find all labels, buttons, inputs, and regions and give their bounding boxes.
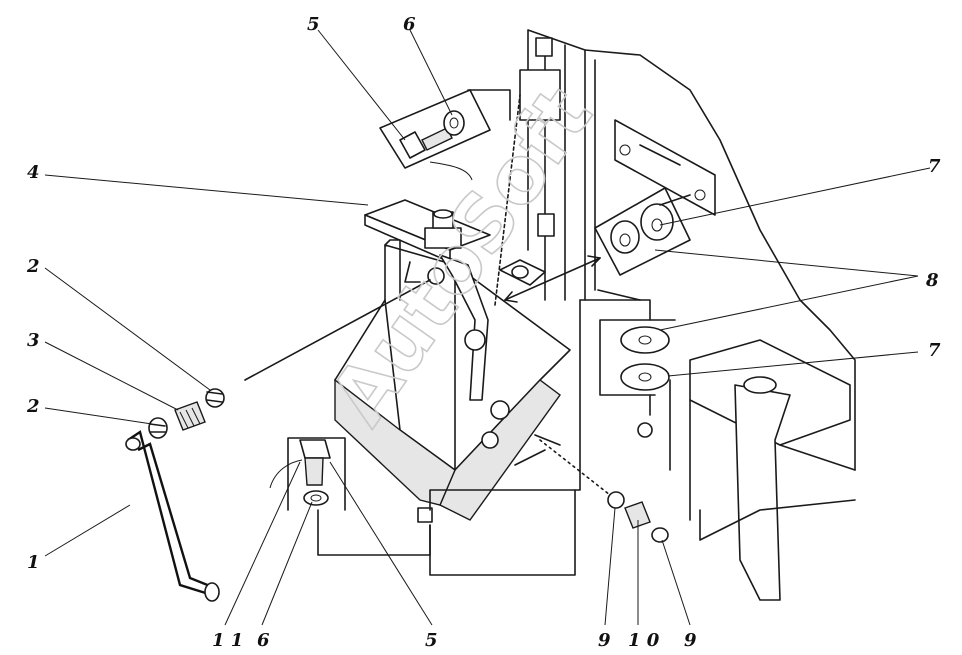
callout-5-bottom: 5 — [425, 630, 438, 651]
callout-9-left: 9 — [598, 630, 611, 651]
vehicle-frame — [519, 29, 856, 601]
coolant-tank — [334, 199, 571, 523]
callout-5-top: 5 — [307, 14, 320, 35]
callout-10: 1 0 — [628, 630, 660, 651]
callout-8: 8 — [925, 270, 939, 291]
top-bolt-inset — [379, 89, 491, 181]
callout-1: 1 — [27, 552, 40, 573]
clamp-2-upper — [205, 388, 225, 408]
hose-1 — [125, 430, 220, 602]
clamp-9-right — [651, 527, 669, 543]
washer-inset-lower — [599, 319, 676, 438]
clamp-9-left — [607, 491, 625, 509]
callout-labels: 5 6 4 2 3 2 1 7 8 7 1 1 6 5 9 1 0 9 — [26, 14, 941, 651]
callout-2-upper: 2 — [26, 256, 40, 277]
callout-2-lower: 2 — [26, 396, 40, 417]
callout-4: 4 — [27, 162, 40, 183]
callout-11: 1 1 — [212, 630, 243, 651]
bottom-bolt-inset — [269, 437, 346, 511]
callout-7-upper: 7 — [928, 156, 941, 177]
callout-9-right: 9 — [684, 630, 697, 651]
callout-7-lower: 7 — [928, 340, 941, 361]
clamp-2-lower — [148, 417, 168, 439]
callout-6-top: 6 — [403, 14, 416, 35]
leader-lines — [44, 29, 931, 626]
callout-3: 3 — [27, 330, 40, 351]
sleeve-3 — [174, 401, 206, 431]
assembly-lines — [244, 89, 691, 576]
washer-inset-upper — [594, 187, 691, 276]
sleeve-10 — [624, 501, 651, 529]
callout-6-bottom: 6 — [257, 630, 270, 651]
